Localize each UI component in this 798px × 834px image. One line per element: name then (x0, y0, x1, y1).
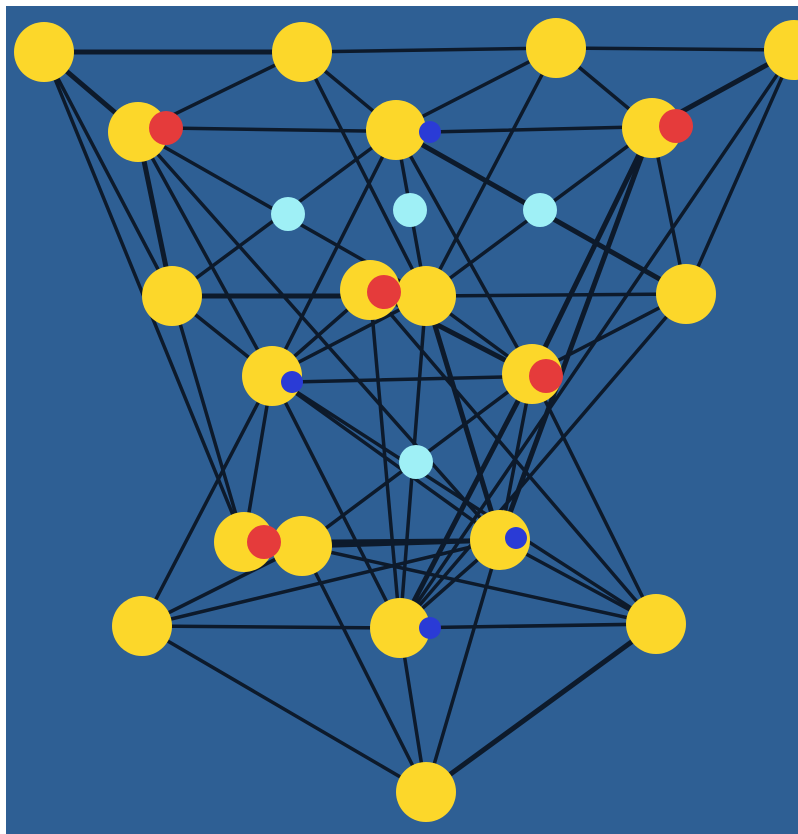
node-m3-large (656, 264, 716, 324)
node-r3-red (367, 275, 401, 309)
edge-y9-l3 (142, 626, 400, 628)
node-bot-large (396, 762, 456, 822)
node-l3-large (112, 596, 172, 656)
node-m1-large (142, 266, 202, 326)
node-m2-large (396, 266, 456, 326)
node-t1-large (14, 22, 74, 82)
node-b2-blue (281, 371, 303, 393)
node-b1-blue (419, 121, 441, 143)
node-r5-red (247, 525, 281, 559)
node-y2-large (366, 100, 426, 160)
edge-t3-t4 (556, 48, 794, 50)
node-b3-blue (505, 527, 527, 549)
node-r1-red (149, 111, 183, 145)
edge-m2-m3 (426, 294, 686, 296)
node-c3-cyan (523, 193, 557, 227)
node-t2-large (272, 22, 332, 82)
node-r4-red (529, 359, 563, 393)
node-t3-large (526, 18, 586, 78)
node-c4-cyan (399, 445, 433, 479)
node-c2-cyan (393, 193, 427, 227)
node-l2-large (626, 594, 686, 654)
node-l1-large (272, 516, 332, 576)
node-b4-blue (419, 617, 441, 639)
node-r2-red (659, 109, 693, 143)
node-c1-cyan (271, 197, 305, 231)
